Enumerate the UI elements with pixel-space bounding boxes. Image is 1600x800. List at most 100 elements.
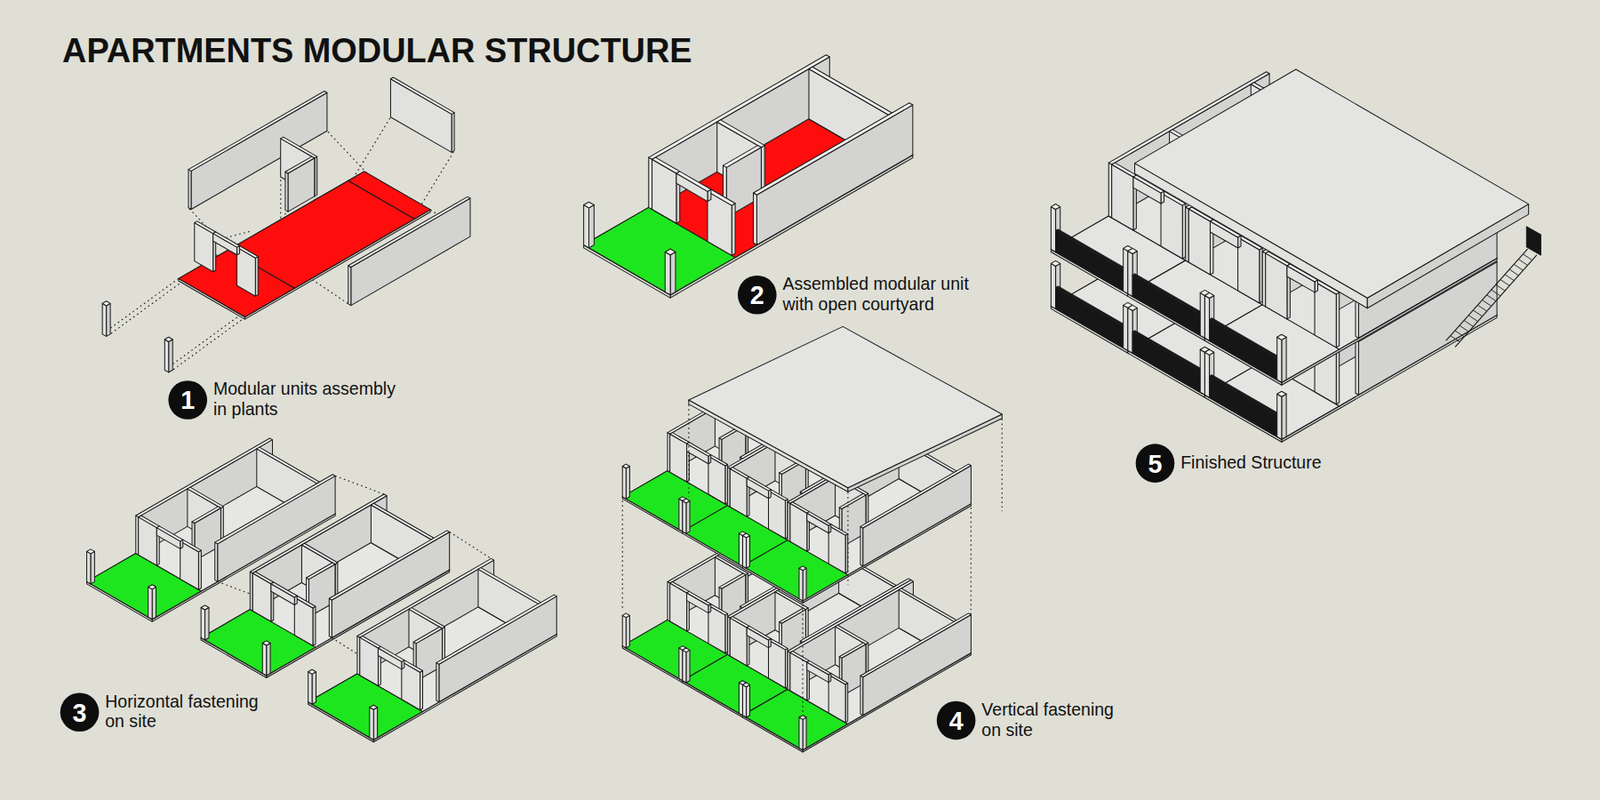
finished-structure [1050,69,1541,442]
post-side [802,568,807,601]
wall-top [670,581,690,593]
post-top [148,584,157,590]
wall-end [860,526,864,567]
stair-tread [1491,289,1501,296]
stair-stringer [1455,255,1537,347]
wall-top [670,432,690,445]
post-side [670,251,676,295]
post-end [102,303,106,336]
wall-top [835,624,869,644]
wall-top [413,626,442,644]
wall-top [285,156,315,174]
exploded-module [102,77,471,373]
step-number: 4 [936,701,976,741]
wall-top [719,573,746,589]
wall-top [808,66,892,115]
post-top [308,669,317,674]
post-end [799,568,803,601]
post-end [738,682,743,716]
stair-tread [1472,310,1482,317]
guide-line [164,314,241,370]
guide-line [1001,414,1003,512]
step-caption: Modular units assembly in plants [213,379,405,421]
staircase [1446,226,1542,347]
step-caption: Vertical fastening on site [981,700,1128,742]
post-top [622,613,630,618]
wall-top [1112,162,1137,177]
vertical-fastening [622,326,1002,752]
post-end [738,533,743,567]
guide-line [801,602,803,712]
wall-top [746,625,771,640]
post-side [205,607,209,640]
post-top [682,498,690,504]
diagram-title: APARTMENTS MODULAR STRUCTURE [62,32,693,72]
wall-top [708,455,728,466]
post-top [1050,203,1060,209]
post-side [152,586,156,620]
post-side [686,501,690,535]
wall-top [898,588,957,622]
guide-line [970,505,972,616]
roof-slab [688,326,1002,488]
post-top [164,336,173,342]
stair-tread [1481,300,1491,307]
stair-tread [1509,269,1519,276]
wall-top [256,447,320,484]
parapet-top [1056,229,1127,270]
post-side [90,551,95,584]
wall-top [187,487,224,508]
post-top [1128,304,1137,311]
post-end [679,498,683,532]
parapet-top [1209,375,1280,416]
stair-tread [1496,284,1505,291]
wall-top [807,660,832,675]
post-side [625,615,630,648]
post-side [373,707,377,741]
post-end [622,615,626,648]
wall-top [828,673,848,685]
step-node: 4Vertical fastening on site [936,700,1128,742]
wall-top [652,157,680,174]
post-side [746,536,751,569]
post-top [102,301,111,306]
stair-tread [1522,254,1532,261]
stair-tread [1504,274,1514,281]
wall-side [756,104,912,246]
post-end [1204,295,1209,341]
post-end [664,251,671,295]
post-top [87,549,96,554]
step-caption: Finished Structure [1180,453,1406,474]
guide-line [280,176,281,224]
wall-top [779,608,807,624]
wall-end [215,542,218,582]
post-side [802,717,807,751]
wall-end [753,192,758,246]
stair-tread [1459,325,1469,332]
wall-end [348,265,352,306]
wall-top [370,503,434,540]
step-caption: Assembled modular unit with open courtya… [782,274,978,316]
wall-top [676,171,712,192]
post-side [106,303,111,336]
post-end [799,717,803,751]
post-side [168,339,173,373]
stair-tread [1468,315,1478,322]
stair-tread [1518,259,1528,266]
wall-top [306,562,336,580]
stair-tread [1513,264,1523,271]
post-end [742,684,746,718]
stair-stringer [1446,248,1528,341]
wall-side [1182,203,1186,259]
post-end [682,501,687,535]
post-end [262,642,266,676]
wall-top [408,608,445,629]
wall-top [401,660,424,673]
guide-line [622,498,624,608]
post-end [1204,352,1209,398]
guide-line [847,488,848,585]
wall-top [294,595,316,608]
post-end [87,551,91,584]
